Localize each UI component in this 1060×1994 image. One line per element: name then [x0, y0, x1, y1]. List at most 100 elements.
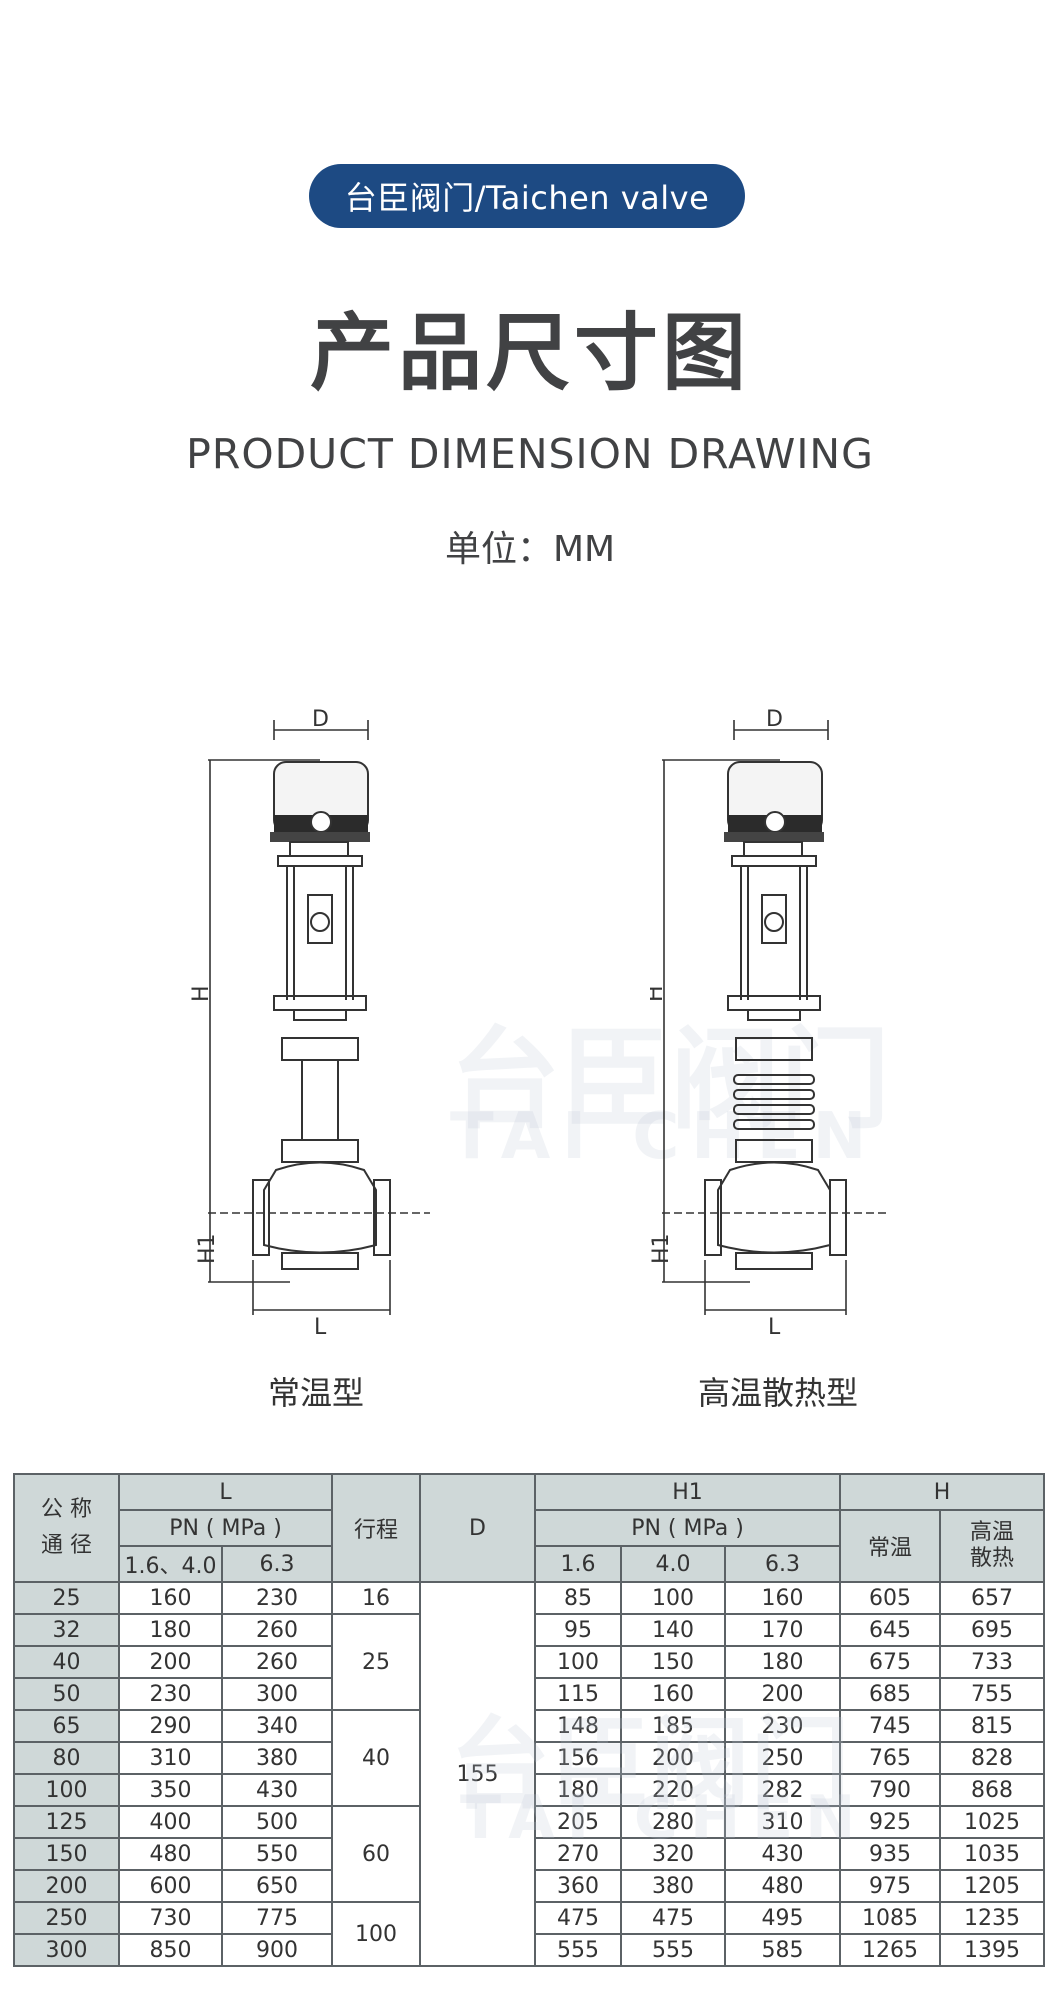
- cell-l-pn-1: 200: [118, 1645, 223, 1679]
- cell-h1-pn-2: 150: [620, 1645, 727, 1679]
- cell-l-pn-2: 900: [220, 1933, 334, 1967]
- cell-h1-pn-3: 310: [724, 1805, 842, 1839]
- header-l-pn: PN ( MPa ): [117, 1509, 334, 1547]
- cell-l-pn-1: 350: [118, 1773, 223, 1807]
- cell-nominal-size: 150: [13, 1837, 120, 1871]
- cell-nominal-size: 300: [13, 1933, 120, 1967]
- header-h1-pn-2: 4.0: [620, 1545, 727, 1583]
- header-l-pn-2: 6.3: [220, 1545, 334, 1583]
- cell-nominal-size: 65: [13, 1709, 120, 1743]
- cell-h1-pn-2: 185: [620, 1709, 727, 1743]
- page-title: 产品尺寸图: [309, 304, 750, 402]
- cell-h1-pn-3: 230: [724, 1709, 842, 1743]
- cell-l-pn-1: 160: [118, 1581, 223, 1615]
- cell-h-high-temp: 868: [939, 1773, 1046, 1807]
- cell-l-pn-1: 310: [118, 1741, 223, 1775]
- cell-h-high-temp: 1025: [939, 1805, 1046, 1839]
- cell-h-high-temp: 1235: [939, 1901, 1046, 1935]
- cell-h1-pn-2: 200: [620, 1741, 727, 1775]
- cell-h-normal: 605: [839, 1581, 942, 1615]
- cell-h1-pn-1: 95: [534, 1613, 623, 1647]
- cell-h-normal: 790: [839, 1773, 942, 1807]
- header-stroke: 行程: [331, 1473, 422, 1583]
- cell-h1-pn-1: 180: [534, 1773, 623, 1807]
- cell-h-high-temp: 755: [939, 1677, 1046, 1711]
- cell-h1-pn-2: 475: [620, 1901, 727, 1935]
- valve-drawing-high-temp: D H H1 L: [650, 707, 890, 1340]
- cell-h1-pn-3: 180: [724, 1645, 842, 1679]
- cell-h1-pn-2: 160: [620, 1677, 727, 1711]
- cell-h1-pn-3: 430: [724, 1837, 842, 1871]
- cell-d: 155: [419, 1581, 537, 1967]
- cell-nominal-size: 100: [13, 1773, 120, 1807]
- cell-l-pn-1: 850: [118, 1933, 223, 1967]
- cell-l-pn-1: 600: [118, 1869, 223, 1903]
- cell-l-pn-1: 480: [118, 1837, 223, 1871]
- cell-h-normal: 1265: [839, 1933, 942, 1967]
- dim-label-d: D: [766, 707, 783, 732]
- cell-l-pn-1: 230: [118, 1677, 223, 1711]
- cell-h1-pn-3: 495: [724, 1901, 842, 1935]
- cell-h1-pn-3: 480: [724, 1869, 842, 1903]
- cell-h1-pn-2: 140: [620, 1613, 727, 1647]
- cell-l-pn-2: 650: [220, 1869, 334, 1903]
- cell-l-pn-2: 500: [220, 1805, 334, 1839]
- cell-l-pn-1: 400: [118, 1805, 223, 1839]
- cell-stroke: 16: [331, 1581, 422, 1615]
- dim-label-h: H: [190, 985, 214, 1002]
- cell-nominal-size: 50: [13, 1677, 120, 1711]
- dim-label-h1: H1: [195, 1233, 220, 1264]
- cell-l-pn-2: 380: [220, 1741, 334, 1775]
- cell-h1-pn-3: 170: [724, 1613, 842, 1647]
- header-h1: H1: [534, 1473, 842, 1511]
- cell-l-pn-1: 290: [118, 1709, 223, 1743]
- cell-h1-pn-1: 85: [534, 1581, 623, 1615]
- cell-nominal-size: 40: [13, 1645, 120, 1679]
- dim-label-l: L: [768, 1315, 781, 1340]
- dim-label-l: L: [314, 1315, 327, 1340]
- cell-h-high-temp: 1035: [939, 1837, 1046, 1871]
- cell-nominal-size: 80: [13, 1741, 120, 1775]
- header-h-high-temp: 高温 散热: [939, 1509, 1046, 1583]
- cell-nominal-size: 250: [13, 1901, 120, 1935]
- cell-l-pn-2: 260: [220, 1613, 334, 1647]
- dimension-table: 公 称 通 径 L 行程 D H1 H PN ( MPa ) PN ( MPa …: [13, 1473, 1046, 1967]
- header-l-pn-1: 1.6、4.0: [118, 1545, 223, 1583]
- cell-h1-pn-3: 160: [724, 1581, 842, 1615]
- header-h1-pn-1: 1.6: [534, 1545, 623, 1583]
- cell-nominal-size: 200: [13, 1869, 120, 1903]
- cell-h1-pn-1: 115: [534, 1677, 623, 1711]
- cell-h1-pn-1: 205: [534, 1805, 623, 1839]
- cell-stroke: 40: [331, 1709, 422, 1807]
- dim-label-h1: H1: [650, 1233, 674, 1264]
- cell-h1-pn-1: 100: [534, 1645, 623, 1679]
- brand-badge: 台臣阀门/Taichen valve: [309, 164, 745, 228]
- page-subtitle: PRODUCT DIMENSION DRAWING: [186, 430, 874, 478]
- cell-l-pn-2: 430: [220, 1773, 334, 1807]
- header-h-normal: 常温: [839, 1509, 942, 1583]
- cell-h-normal: 1085: [839, 1901, 942, 1935]
- unit-label: 单位：MM: [444, 529, 616, 570]
- cell-stroke: 100: [331, 1901, 422, 1967]
- cell-h-normal: 975: [839, 1869, 942, 1903]
- cell-h1-pn-1: 148: [534, 1709, 623, 1743]
- header-d: D: [419, 1473, 537, 1583]
- caption-normal-type: 常温型: [267, 1374, 364, 1412]
- cell-stroke: 25: [331, 1613, 422, 1711]
- cell-nominal-size: 25: [13, 1581, 120, 1615]
- header-h1-pn: PN ( MPa ): [534, 1509, 842, 1547]
- cell-h1-pn-3: 250: [724, 1741, 842, 1775]
- cell-l-pn-2: 340: [220, 1709, 334, 1743]
- cell-l-pn-2: 300: [220, 1677, 334, 1711]
- cell-l-pn-2: 230: [220, 1581, 334, 1615]
